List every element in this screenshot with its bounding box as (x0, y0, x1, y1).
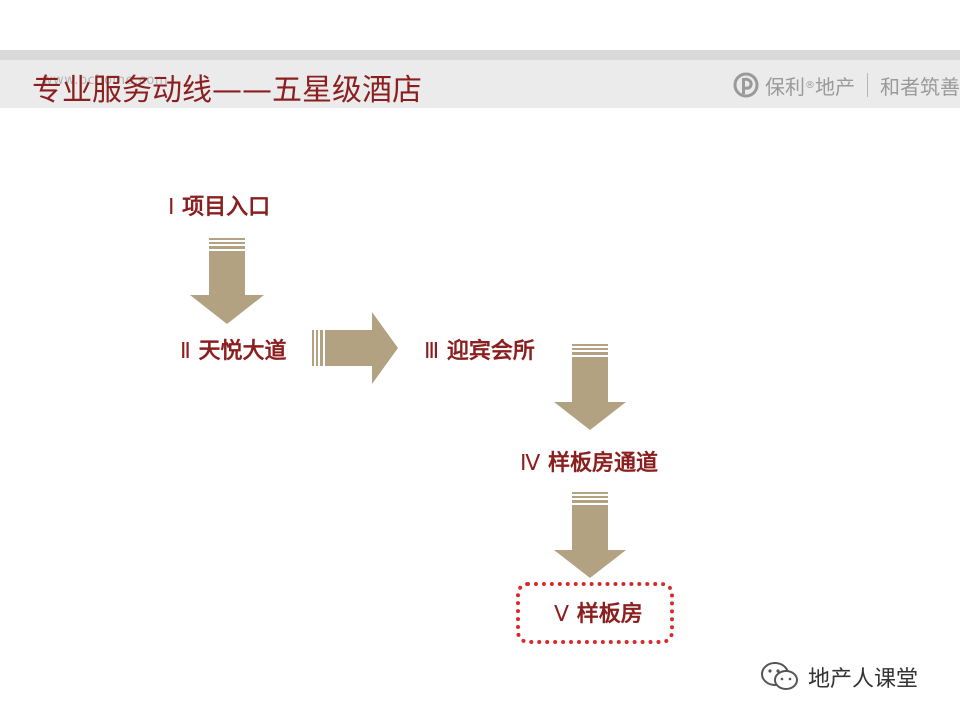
flow-step-3-label: 迎宾会所 (446, 339, 535, 364)
flow-step-3: Ⅲ 迎宾会所 (424, 340, 535, 363)
flow-step-3-numeral: Ⅲ (424, 338, 440, 363)
arrow-down-icon (554, 492, 626, 578)
poly-logo-icon (733, 72, 759, 98)
arrow-right-icon (312, 312, 398, 384)
watermark-url: www.pchome.com (42, 73, 168, 88)
header-band (0, 50, 960, 108)
brand-registered: ® (805, 79, 815, 91)
flow-step-4: Ⅳ 样板房通道 (520, 452, 658, 475)
flow-step-4-label: 样板房通道 (547, 451, 658, 476)
brand-logo: 保利 ® 地产 和者筑善 (733, 68, 960, 102)
arrow-down-icon (190, 238, 264, 324)
wechat-icon (761, 662, 798, 690)
brand-slogan: 和者筑善 (880, 74, 960, 99)
flow-step-2-numeral: Ⅱ (180, 338, 191, 363)
final-step-highlight-box (516, 582, 674, 644)
flow-step-1-label: 项目入口 (182, 195, 271, 220)
flow-step-1: Ⅰ 项目入口 (168, 196, 270, 219)
flow-step-1-numeral: Ⅰ (168, 194, 175, 219)
footer-account-name: 地产人课堂 (808, 667, 919, 692)
brand-divider (867, 73, 868, 97)
brand-sub: 地产 (815, 74, 855, 99)
brand-company: 保利 (765, 74, 805, 99)
flow-step-5: Ⅴ 样板房 (554, 603, 643, 626)
arrow-down-icon (554, 344, 626, 430)
footer-account: 地产人课堂 (760, 660, 918, 694)
flow-step-2-label: 天悦大道 (198, 339, 287, 364)
flow-step-2: Ⅱ 天悦大道 (180, 340, 287, 363)
flow-step-4-numeral: Ⅳ (520, 450, 541, 475)
slide-title: 专业服务动线——五星级酒店 (32, 73, 422, 108)
flow-step-5-label: 样板房 (576, 602, 643, 627)
flow-step-5-numeral: Ⅴ (554, 601, 570, 626)
